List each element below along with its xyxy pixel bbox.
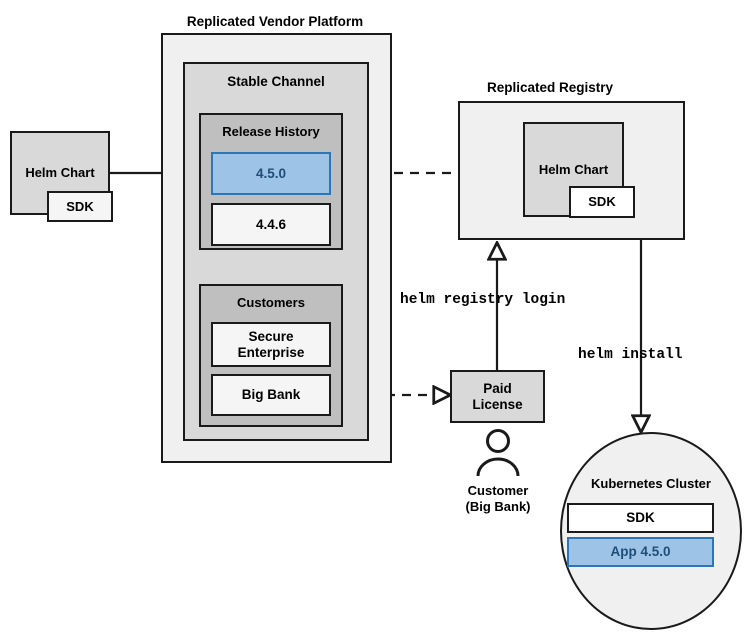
registry-title: Replicated Registry: [486, 80, 614, 95]
customer-item-secure-enterprise-line1: Secure: [248, 328, 294, 344]
paid-license-line2: License: [472, 396, 523, 412]
customer-item-secure-enterprise[interactable]: Secure Enterprise: [211, 322, 331, 367]
paid-license-line1: Paid: [483, 380, 512, 396]
customer-actor-line2: (Big Bank): [465, 498, 531, 514]
release-item-4-4-6[interactable]: 4.4.6: [211, 203, 331, 246]
vendor-platform-title: Replicated Vendor Platform: [186, 14, 364, 29]
customer-actor-line1: Customer: [467, 483, 529, 498]
customer-actor-caption: Customer (Big Bank): [432, 483, 564, 514]
release-item-4-4-6-label: 4.4.6: [255, 216, 287, 232]
source-sdk-label: SDK: [66, 198, 94, 214]
kubernetes-cluster-label: Kubernetes Cluster: [591, 476, 711, 491]
registry-sdk-label: SDK: [588, 194, 616, 210]
source-helm-chart-label: Helm Chart: [25, 165, 95, 181]
release-item-4-5-0-label: 4.5.0: [255, 165, 287, 181]
command-helm-install: helm install: [578, 347, 683, 363]
registry-helm-chart-label: Helm Chart: [538, 161, 609, 177]
customer-item-big-bank-label: Big Bank: [241, 387, 301, 403]
person-icon: [476, 429, 520, 477]
cluster-item-sdk[interactable]: SDK: [567, 503, 714, 533]
paid-license-box[interactable]: Paid License: [450, 370, 545, 423]
registry-sdk-box[interactable]: SDK: [569, 186, 635, 218]
release-history-label: Release History: [222, 124, 320, 139]
command-helm-registry-login: helm registry login: [400, 292, 566, 308]
customer-item-secure-enterprise-line2: Enterprise: [237, 344, 305, 360]
release-item-4-5-0[interactable]: 4.5.0: [211, 152, 331, 195]
cluster-item-app[interactable]: App 4.5.0: [567, 537, 714, 567]
stable-channel-label: Stable Channel: [227, 74, 325, 89]
cluster-item-sdk-label: SDK: [626, 510, 655, 526]
source-sdk-box[interactable]: SDK: [47, 191, 113, 222]
customers-label: Customers: [237, 295, 305, 310]
cluster-item-app-label: App 4.5.0: [610, 544, 671, 560]
customer-item-big-bank[interactable]: Big Bank: [211, 374, 331, 416]
customer-actor: [470, 428, 526, 478]
